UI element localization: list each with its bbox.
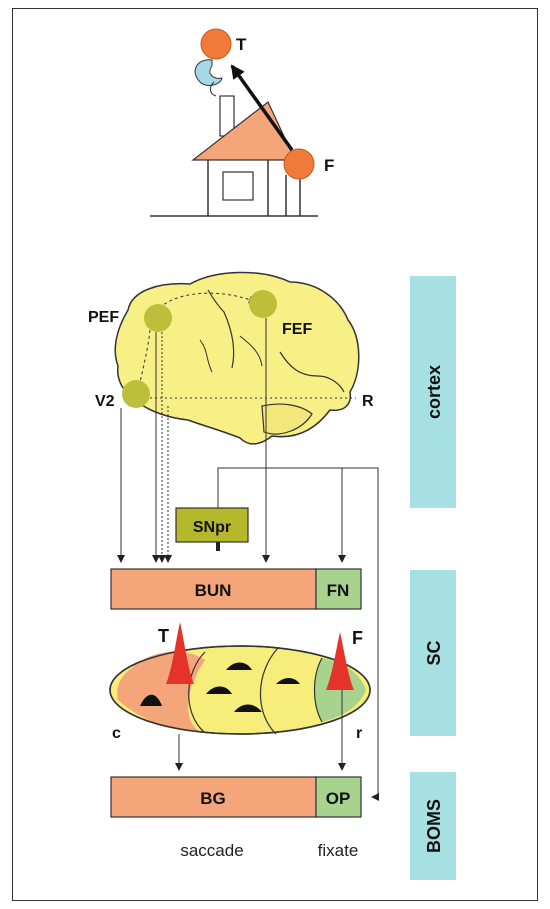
sc-map-outline — [109, 645, 371, 735]
fn-label: FN — [327, 581, 350, 600]
snpr-box: SNpr — [175, 507, 249, 543]
r-label: R — [362, 393, 374, 410]
bg-rect — [110, 776, 317, 818]
figure-frame — [12, 8, 538, 901]
sulcus-minor-1 — [239, 335, 263, 367]
rostral-label: r — [356, 725, 362, 742]
mound-5 — [276, 678, 300, 684]
fef-label: FEF — [282, 321, 312, 338]
boms-panel-label: BOMS — [424, 799, 444, 853]
bun-rect — [110, 568, 317, 610]
target-dot — [200, 28, 232, 60]
snpr-rect — [175, 507, 249, 543]
side-panels: cortex SC BOMS — [410, 276, 456, 880]
cortex-panel — [410, 276, 456, 508]
sc-arc-1 — [188, 651, 206, 733]
mound-2 — [226, 662, 252, 670]
saccade-arrow — [230, 64, 294, 152]
caudal-label: c — [112, 725, 121, 742]
pef-label: PEF — [88, 309, 119, 326]
fn-rect — [315, 568, 362, 610]
cerebellum — [261, 403, 313, 435]
v2-pef-pathway — [137, 329, 151, 393]
pef-fef-pathway — [154, 292, 257, 313]
house-fixation-label: F — [324, 156, 334, 175]
op-label: OP — [326, 789, 351, 808]
fef-node — [249, 290, 277, 318]
mound-1 — [140, 694, 162, 706]
brain-outline — [114, 271, 360, 445]
sc-bar: BUN FN — [110, 568, 362, 610]
feedback-loop-line — [217, 467, 379, 801]
v2-label: V2 — [95, 393, 115, 410]
op-rect — [315, 776, 362, 818]
sc-arc-2 — [259, 647, 279, 735]
saccade-caption: saccade — [180, 841, 243, 860]
boms-panel — [410, 772, 456, 880]
sc-panel-label: SC — [424, 640, 444, 665]
central-sulcus — [207, 289, 235, 369]
mound-3 — [206, 686, 232, 694]
smoke-cloud — [194, 59, 223, 86]
brain-diagram: PEF FEF V2 R — [88, 271, 374, 445]
sulcus-minor-2 — [199, 339, 213, 373]
cortex-panel-label: cortex — [424, 365, 444, 419]
boms-bar: BG OP — [110, 776, 362, 818]
fixate-caption: fixate — [318, 841, 359, 860]
pef-node — [144, 304, 172, 332]
v2-node — [122, 380, 150, 408]
sc-target-label: T — [158, 626, 169, 646]
connections — [117, 318, 379, 801]
bun-label: BUN — [195, 581, 232, 600]
house-scene: T F — [150, 28, 334, 217]
house-target-label: T — [236, 35, 247, 54]
snpr-label: SNpr — [193, 519, 231, 536]
sc-arc-3 — [313, 657, 323, 723]
fixation-dot — [283, 148, 315, 180]
sc-panel — [410, 570, 456, 736]
bg-label: BG — [200, 789, 226, 808]
sc-map: T F c r — [109, 622, 371, 771]
house-window — [222, 171, 254, 201]
mound-4 — [234, 704, 262, 712]
sc-fixation-label: F — [352, 628, 363, 648]
lateral-sulcus — [279, 351, 345, 393]
target-peak — [166, 622, 194, 684]
fixation-peak — [326, 632, 354, 690]
smoke-trail — [209, 81, 217, 97]
